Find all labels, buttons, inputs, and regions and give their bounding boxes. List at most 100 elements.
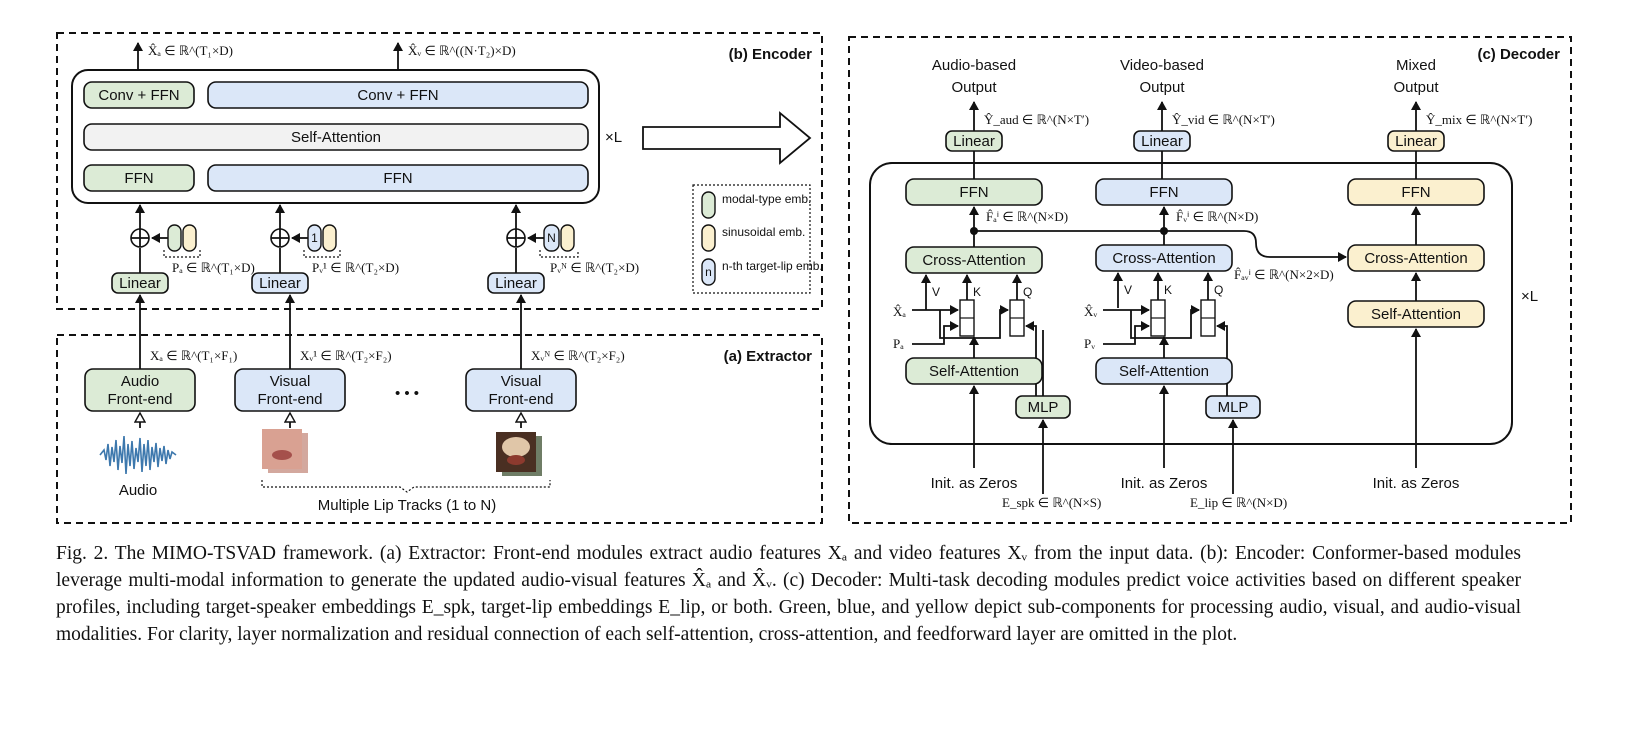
decoder-panel: (c) Decoder ×L Audio-based Output Video-…	[848, 36, 1572, 524]
video-pv: Pᵥ	[1084, 336, 1095, 351]
audio-cross-attention-label: Cross-Attention	[922, 252, 1025, 269]
extractor-feat-audio: Xₐ ∈ ℝ^(T₁×F₁)	[150, 348, 237, 363]
video-ffn	[207, 164, 589, 192]
extractor-feat-video-n: Xᵥᴺ ∈ ℝ^(T₂×F₂)	[531, 348, 625, 363]
audio-decoder-ffn-label: FFN	[959, 184, 988, 201]
encoder-out-audio: X̂ₐ ∈ ℝ^(T₁×D)	[148, 43, 233, 58]
visual-frontend-n-label-2: Front-end	[488, 391, 553, 408]
sinusoidal-emb-icon	[182, 224, 197, 252]
legend-lip-icon	[701, 258, 716, 286]
video-init-zeros: Init. as Zeros	[1121, 475, 1208, 492]
mixed-output-formula: Ŷ_mix ∈ ℝ^(N×T′)	[1426, 112, 1533, 127]
encoder-repeat: ×L	[605, 129, 622, 146]
video1-branch-input: Linear 1 Pᵥ¹ ∈ ℝ^(T₂×D)	[251, 204, 399, 294]
svg-text:V: V	[932, 285, 940, 299]
encoder-title: (b) Encoder	[729, 46, 812, 63]
legend-frame	[692, 184, 811, 294]
legend-sinusoidal-icon	[701, 224, 716, 252]
extractor-panel: (a) Extractor Xₐ ∈ ℝ^(T₁×F₁) Xᵥ¹ ∈ ℝ^(T₂…	[56, 294, 823, 524]
encoder-pos-video-n: Pᵥᴺ ∈ ℝ^(T₂×D)	[550, 260, 639, 275]
svg-text:K: K	[1164, 283, 1172, 297]
decoder-feat-fa: F̂ₐⁱ ∈ ℝ^(N×D)	[986, 209, 1068, 224]
sinusoidal-emb-icon	[322, 224, 337, 252]
encoder-out-video: X̂ᵥ ∈ ℝ^((N·T₂)×D)	[408, 43, 516, 58]
audio-decoder-self-attention-label: Self-Attention	[929, 363, 1019, 380]
audio-frontend	[84, 368, 196, 412]
video-output-title-1: Video-based	[1120, 57, 1204, 74]
mixed-decoder-self-attention	[1347, 300, 1485, 328]
audio-frontend-label-1: Audio	[121, 373, 159, 390]
audio-ffn-label: FFN	[124, 170, 153, 187]
video-cross-attention-label: Cross-Attention	[1112, 250, 1215, 267]
audio-branch-input: Linear Pₐ ∈ ℝ^(T₁×D)	[111, 204, 255, 294]
modal-type-emb-icon	[167, 224, 182, 252]
encoder-pos-audio: Pₐ ∈ ℝ^(T₁×D)	[172, 260, 255, 275]
lip-track-1-image	[262, 429, 308, 473]
audio-out-linear-label: Linear	[953, 133, 995, 150]
extractor-feat-video-1: Xᵥ¹ ∈ ℝ^(T₂×F₂)	[300, 348, 392, 363]
mixed-cross-attention-label: Cross-Attention	[1364, 250, 1467, 267]
visual-frontend-1-label-2: Front-end	[257, 391, 322, 408]
audio-init-zeros: Init. as Zeros	[931, 475, 1018, 492]
videoN-branch-input: Linear N Pᵥᴺ ∈ ℝ^(T₂×D)	[487, 204, 639, 294]
legend-sinusoidal-label: sinusoidal emb.	[722, 225, 805, 239]
sinusoidal-emb-icon	[560, 224, 575, 252]
audio-decoder-branch: V K Q X̂ₐ Pₐ Self-Attention Init. as Zer…	[893, 274, 1101, 510]
video1-linear-label: Linear	[259, 275, 301, 292]
legend-modal-icon	[701, 191, 716, 219]
mimo-tsvad-diagram: (b) Encoder Conv + FFN Conv + FFN Self-A…	[56, 32, 1572, 524]
video-decoder-branch: V K Q X̂ᵥ Pᵥ Self-Attention Init. as Zer…	[1084, 272, 1287, 510]
lip-track-n-image	[496, 432, 542, 476]
audio-conv-ffn-label: Conv + FFN	[98, 87, 179, 104]
mixed-decoder-ffn-label: FFN	[1401, 184, 1430, 201]
lip-tracks-label: Multiple Lip Tracks (1 to N)	[318, 497, 496, 514]
video-decoder-self-attention	[1095, 357, 1233, 385]
mixed-decoder-ffn	[1347, 178, 1485, 206]
video-decoder-self-attention-label: Self-Attention	[1119, 363, 1209, 380]
video-mlp-label: MLP	[1218, 399, 1249, 416]
audio-linear-label: Linear	[119, 275, 161, 292]
embedding-legend: modal-type emb. sinusoidal emb. n n-th t…	[692, 184, 823, 294]
legend-lip-label: n-th target-lip emb.	[722, 259, 823, 273]
decoder-repeat: ×L	[1521, 288, 1538, 305]
audio-output-title-1: Audio-based	[932, 57, 1016, 74]
video-conv-ffn-label: Conv + FFN	[357, 87, 438, 104]
encoder-self-attention	[83, 123, 589, 151]
encoder-pos-video-1: Pᵥ¹ ∈ ℝ^(T₂×D)	[312, 260, 399, 275]
video-cross-attention	[1095, 244, 1233, 272]
mixed-init-zeros: Init. as Zeros	[1373, 475, 1460, 492]
audio-mlp-label: MLP	[1028, 399, 1059, 416]
svg-text:Q: Q	[1214, 283, 1223, 297]
decoder-feat-fav: F̂ₐᵥⁱ ∈ ℝ^(N×2×D)	[1234, 267, 1334, 282]
audio-waveform-icon	[99, 435, 177, 475]
encoder-self-attention-label: Self-Attention	[291, 129, 381, 146]
visual-frontend-n	[465, 368, 577, 412]
encoder-panel: (b) Encoder Conv + FFN Conv + FFN Self-A…	[56, 32, 823, 310]
video-xv-hat: X̂ᵥ	[1084, 304, 1097, 319]
target-lip-emb-icon	[307, 224, 322, 252]
decoder-e-spk: E_spk ∈ ℝ^(N×S)	[1002, 495, 1101, 510]
mixed-out-linear-label: Linear	[1395, 133, 1437, 150]
video-output-title-2: Output	[1139, 79, 1185, 96]
video-output-formula: Ŷ_vid ∈ ℝ^(N×T′)	[1172, 112, 1275, 127]
lip-index-n: N	[547, 231, 556, 245]
svg-text:n: n	[705, 265, 712, 279]
audio-xa-hat: X̂ₐ	[893, 304, 906, 319]
video-out-linear-label: Linear	[1141, 133, 1183, 150]
fusion-path	[974, 230, 1347, 262]
audio-frontend-label-2: Front-end	[107, 391, 172, 408]
svg-text:K: K	[973, 285, 981, 299]
svg-text:V: V	[1124, 283, 1132, 297]
svg-text:Q: Q	[1023, 285, 1032, 299]
mixed-decoder-branch: Self-Attention Init. as Zeros	[1347, 206, 1485, 492]
audio-cross-attention	[905, 246, 1043, 274]
audio-output-title-2: Output	[951, 79, 997, 96]
video-decoder-ffn	[1095, 178, 1233, 206]
extractor-title: (a) Extractor	[724, 348, 813, 365]
lip-index-1: 1	[311, 231, 318, 245]
visual-frontend-n-label-1: Visual	[501, 373, 542, 390]
audio-output-formula: Ŷ_aud ∈ ℝ^(N×T′)	[984, 112, 1089, 127]
extractor-frame	[56, 334, 823, 524]
audio-pa: Pₐ	[893, 336, 904, 351]
visual-frontend-1	[234, 368, 346, 412]
